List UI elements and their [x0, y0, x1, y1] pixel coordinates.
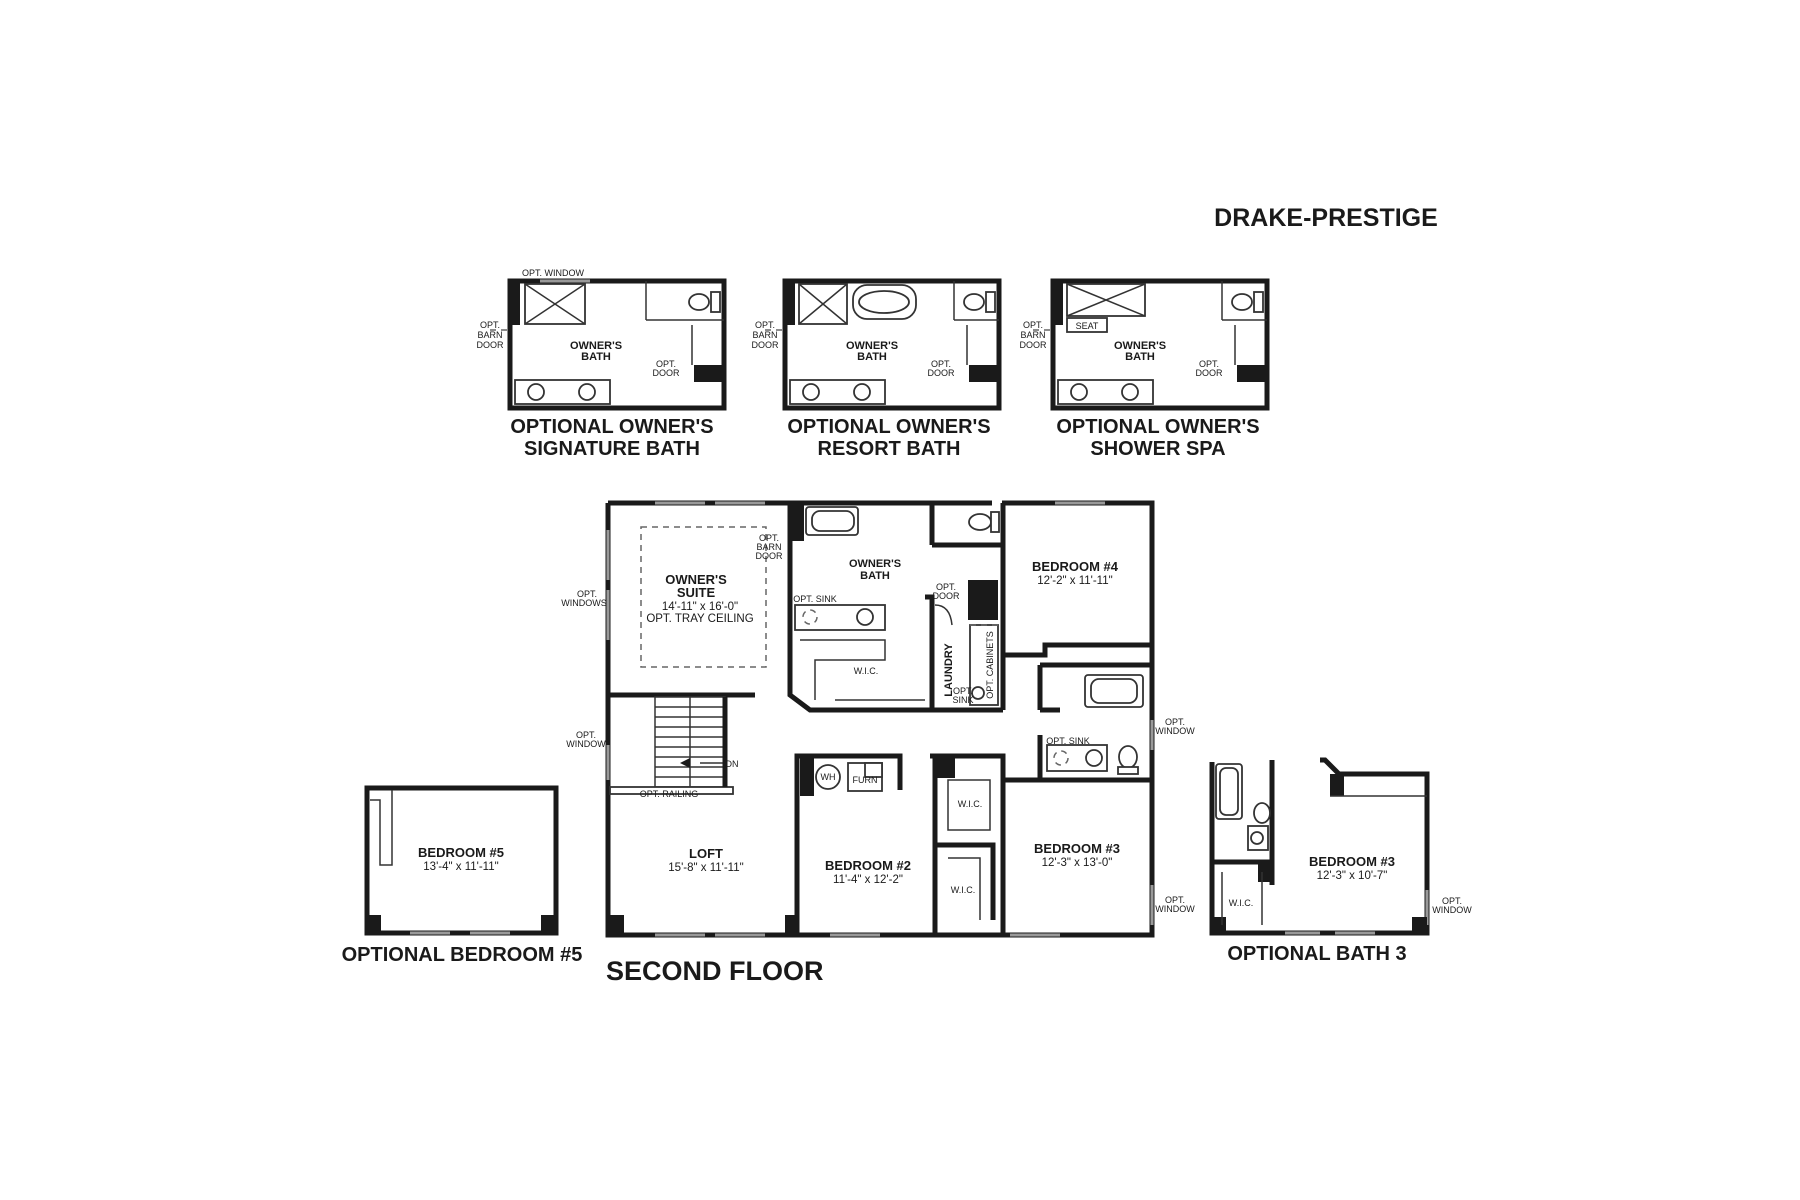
opt-windows-note-1: OPT.: [577, 589, 597, 599]
opt-sink-note: OPT. SINK: [793, 594, 837, 604]
bedroom5-caption: OPTIONAL BEDROOM #5: [342, 944, 583, 966]
opt-window-right-note-1: OPT.: [1165, 717, 1185, 727]
barn-door-note-3: DOOR: [756, 551, 784, 561]
opt-sink-laundry-2: SINK: [952, 695, 973, 705]
optional-bath3-plan: BEDROOM #3 12'-3" x 10'-7" W.I.C. OPT. W…: [1209, 757, 1472, 965]
bedroom2-dims: 11'-4" x 12'-2": [833, 874, 903, 886]
shower-spa-barn-note-1: OPT.: [1023, 320, 1043, 330]
bedroom4-label: BEDROOM #4: [1032, 559, 1119, 574]
resort-door-note-2: DOOR: [928, 368, 956, 378]
opt-door-note-2: DOOR: [933, 591, 961, 601]
shower-spa-door-note-1: OPT.: [1199, 359, 1219, 369]
signature-room-label-2: BATH: [581, 351, 611, 363]
resort-barn-note-2: BARN: [752, 330, 777, 340]
opt-window-b3-note-2: WINDOW: [1155, 904, 1195, 914]
stair-down-note: DN: [726, 759, 739, 769]
shower-spa-barn-note-3: DOOR: [1020, 340, 1048, 350]
opt-windows-note-2: WINDOWS: [561, 598, 607, 608]
bedroom4-dims: 12'-2" x 11'-11": [1037, 575, 1112, 587]
optional-bedroom5-plan: BEDROOM #5 13'-4" x 11'-11" OPTIONAL BED…: [342, 785, 583, 966]
loft-dims: 15'-8" x 11'-11": [668, 862, 743, 874]
plan-name: DRAKE-PRESTIGE: [1214, 204, 1438, 232]
opt-railing-note: OPT. RAILING: [640, 789, 699, 799]
opt-window-left-note-2: WINDOW: [566, 739, 606, 749]
wic-owner-label: W.I.C.: [854, 666, 879, 676]
bath3-window-note-2: WINDOW: [1432, 905, 1472, 915]
resort-caption-1: OPTIONAL OWNER'S: [787, 416, 990, 438]
resort-barn-note-3: DOOR: [752, 340, 780, 350]
owners-bath-label-1: OWNER'S: [849, 558, 901, 570]
owners-suite-tray: OPT. TRAY CEILING: [646, 613, 753, 625]
opt-cabinets-note: OPT. CABINETS: [985, 631, 995, 699]
shower-spa-barn-note-2: BARN: [1020, 330, 1045, 340]
wic-b3b-label: W.I.C.: [951, 885, 976, 895]
shower-spa-caption-2: SHOWER SPA: [1090, 438, 1225, 460]
bedroom2-label: BEDROOM #2: [825, 858, 911, 873]
water-heater-label: WH: [821, 772, 836, 782]
opt-window-right-note-2: WINDOW: [1155, 726, 1195, 736]
shower-spa-seat-label: SEAT: [1076, 321, 1099, 331]
loft-label: LOFT: [689, 846, 723, 861]
shower-spa-door-note-2: DOOR: [1196, 368, 1224, 378]
opt-door-note-1: OPT.: [936, 582, 956, 592]
opt-window-left-note-1: OPT.: [576, 730, 596, 740]
second-floor-plan: OWNER'S SUITE 14'-11" x 16'-0" OPT. TRAY…: [561, 500, 1195, 986]
shower-spa-caption-1: OPTIONAL OWNER'S: [1056, 416, 1259, 438]
bedroom5-label: BEDROOM #5: [418, 845, 504, 860]
owners-bath-label-2: BATH: [860, 570, 890, 582]
shower-spa-room-label-2: BATH: [1125, 351, 1155, 363]
barn-door-note-2: BARN: [756, 542, 781, 552]
bath3-caption: OPTIONAL BATH 3: [1227, 943, 1406, 965]
laundry-label: LAUNDRY: [943, 643, 955, 697]
shower-spa-room-label-1: OWNER'S: [1114, 340, 1166, 352]
bedroom3-dims: 12'-3" x 13'-0": [1042, 857, 1113, 869]
shower-spa-plan: SEAT OPT. BARN DOOR OWNER'S BATH OPT. DO…: [1020, 278, 1270, 460]
bath3-bedroom-dims: 12'-3" x 10'-7": [1317, 870, 1388, 882]
opt-sink-laundry-1: OPT.: [953, 686, 973, 696]
signature-door-note-1: OPT.: [656, 359, 676, 369]
owners-suite-label-1: OWNER'S: [665, 572, 727, 587]
resort-room-label-1: OWNER'S: [846, 340, 898, 352]
bedroom5-dims: 13'-4" x 11'-11": [423, 861, 498, 873]
signature-barn-note-1: OPT.: [480, 320, 500, 330]
resort-room-label-2: BATH: [857, 351, 887, 363]
bath3-wic-label: W.I.C.: [1229, 898, 1254, 908]
resort-caption-2: RESORT BATH: [818, 438, 961, 460]
resort-barn-note-1: OPT.: [755, 320, 775, 330]
opt-window-b3-note-1: OPT.: [1165, 895, 1185, 905]
floor-title: SECOND FLOOR: [606, 956, 824, 986]
signature-door-note-2: DOOR: [653, 368, 681, 378]
resort-bath-plan: OPT. BARN DOOR OWNER'S BATH OPT. DOOR OP…: [752, 278, 1002, 460]
signature-caption-2: SIGNATURE BATH: [524, 438, 700, 460]
signature-bath-plan: OPT. WINDOW OPT. BARN DOOR OWNER'S BATH …: [477, 268, 727, 460]
wic-b3a-label: W.I.C.: [958, 799, 983, 809]
owners-suite-label-2: SUITE: [677, 585, 716, 600]
signature-barn-note-2: BARN: [477, 330, 502, 340]
staircase: [609, 696, 734, 795]
bath3-bedroom-label: BEDROOM #3: [1309, 854, 1395, 869]
bath3-window-note-1: OPT.: [1442, 896, 1462, 906]
signature-room-label-1: OWNER'S: [570, 340, 622, 352]
signature-opt-window-note: OPT. WINDOW: [522, 268, 584, 278]
bedroom3-label: BEDROOM #3: [1034, 841, 1120, 856]
furnace-label: FURN: [853, 775, 878, 785]
signature-caption-1: OPTIONAL OWNER'S: [510, 416, 713, 438]
signature-barn-note-3: DOOR: [477, 340, 505, 350]
barn-door-note-1: OPT.: [759, 533, 779, 543]
owners-suite-dims: 14'-11" x 16'-0": [662, 601, 738, 613]
resort-door-note-1: OPT.: [931, 359, 951, 369]
opt-sink-hall-note: OPT. SINK: [1046, 736, 1090, 746]
